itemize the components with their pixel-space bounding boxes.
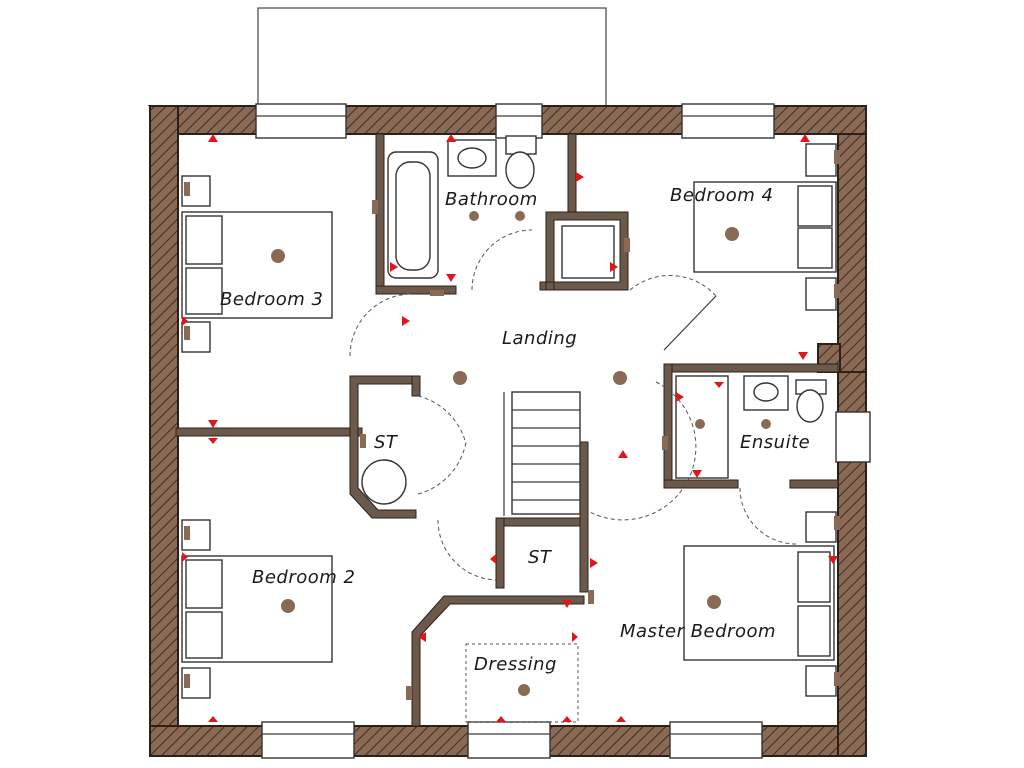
dressing-rail — [465, 643, 579, 723]
label-ensuite: Ensuite — [740, 432, 810, 453]
door-swings — [349, 229, 797, 581]
beds — [181, 181, 837, 663]
label-bathroom: Bathroom — [445, 189, 538, 210]
interior-walls — [175, 133, 839, 727]
sockets — [184, 150, 840, 700]
staircase — [503, 391, 581, 516]
label-bedroom-3: Bedroom 3 — [220, 289, 323, 310]
roof-outline — [257, 7, 607, 109]
label-bedroom-4: Bedroom 4 — [670, 185, 773, 206]
label-st-lower: ST — [528, 547, 553, 568]
label-landing: Landing — [502, 328, 577, 349]
red-markers — [182, 134, 838, 722]
label-st-upper: ST — [374, 432, 399, 453]
bathroom-fixtures — [387, 135, 615, 279]
label-dressing: Dressing — [474, 654, 557, 675]
light-points — [271, 211, 771, 696]
label-master-bedroom: Master Bedroom — [620, 621, 776, 642]
label-bedroom-2: Bedroom 2 — [252, 567, 355, 588]
windows — [255, 103, 871, 759]
